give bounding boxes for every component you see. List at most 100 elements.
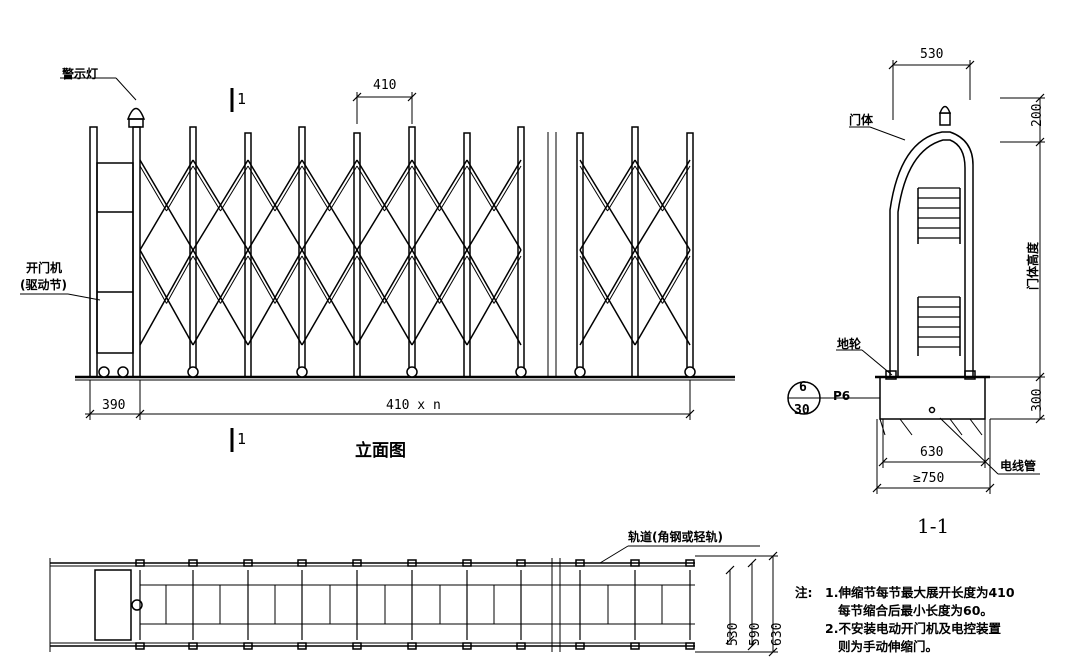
drive-dimension: 390: [102, 398, 126, 413]
dimension-tick: [872, 483, 882, 493]
dimension-tick: [747, 558, 757, 568]
gate-body-outline: [889, 131, 974, 377]
lattice-bar: [439, 165, 468, 212]
dimension-tick: [85, 409, 95, 419]
track-leader: [599, 545, 629, 564]
warning-light-icon: [126, 107, 146, 120]
plan-view: [49, 545, 778, 657]
lattice-bar: [493, 255, 522, 304]
lattice-bar: [438, 159, 468, 206]
lattice-bar: [438, 297, 468, 346]
lattice-bar: [165, 249, 194, 298]
lattice-bar: [219, 204, 249, 251]
plan-roller: [575, 642, 585, 650]
conduit-leader: [939, 417, 999, 475]
lattice-bar: [411, 255, 440, 304]
plan-roller: [407, 642, 417, 650]
dimension-tick: [725, 565, 735, 575]
conduit-icon: [928, 406, 936, 414]
lattice-bar: [139, 165, 167, 212]
lattice-bar: [579, 159, 609, 206]
plan-roller: [243, 642, 253, 650]
lattice-bar: [384, 165, 413, 212]
section-mark-top: 1: [237, 90, 247, 108]
lattice-bar: [247, 255, 276, 304]
lattice-bar: [493, 165, 522, 212]
plan-dim-630: 630: [770, 622, 785, 646]
cable-conduit-label: 电线管: [1000, 459, 1037, 473]
lattice-bar: [411, 297, 441, 346]
section-dim-630: 630: [920, 445, 944, 460]
elevation-title: 立面图: [355, 441, 406, 461]
dimension-tick: [980, 457, 990, 467]
lattice-bar: [466, 165, 495, 212]
plan-roller: [135, 559, 145, 567]
plan-roller: [462, 642, 472, 650]
lattice-bar: [247, 204, 276, 251]
lattice-bar: [411, 159, 441, 206]
lattice-bar: [634, 204, 664, 251]
dimension-tick: [1035, 93, 1045, 103]
plan-roller: [575, 559, 585, 567]
lattice-bar: [356, 204, 386, 251]
lattice-bar: [165, 159, 194, 206]
drive-section-label: (驱动节): [20, 278, 67, 292]
note-line-4: 则为手动伸缩门。: [838, 639, 939, 654]
lattice-bar: [274, 165, 303, 212]
plan-roller: [352, 642, 362, 650]
plan-roller: [188, 642, 198, 650]
dimension-tick: [725, 635, 735, 645]
lattice-bar: [219, 297, 249, 346]
lattice-bar: [328, 204, 358, 251]
lattice-bar: [192, 204, 222, 251]
plan-roller: [685, 559, 695, 567]
ground-wheel: [296, 366, 308, 378]
plan-drive-unit: [94, 569, 132, 641]
plan-roller: [407, 559, 417, 567]
note-line-1: 1.伸缩节每节最大展开长度为410: [825, 585, 1015, 600]
lattice-bar: [219, 249, 249, 298]
dimension-tick: [888, 60, 898, 70]
lattice-bar: [579, 204, 609, 251]
lattice-bar: [247, 165, 276, 212]
lattice-bar: [301, 204, 331, 251]
lattice-bar: [438, 204, 468, 251]
lattice-bar: [662, 255, 691, 304]
ground-wheel: [187, 366, 199, 378]
lattice-bar: [383, 204, 413, 251]
lattice-bar: [607, 255, 636, 304]
lattice-bar: [166, 255, 194, 304]
lattice-bar: [411, 165, 440, 212]
ground-wheel: [515, 366, 527, 378]
plan-roller: [462, 559, 472, 567]
note-line-2: 每节缩合后最小长度为60。: [838, 603, 993, 618]
lattice-bar: [139, 297, 168, 346]
lattice-bar: [356, 165, 385, 212]
lattice-bar: [493, 297, 522, 346]
lattice-bar: [579, 297, 609, 346]
dimension-tick: [747, 641, 757, 651]
lattice-bar: [274, 249, 303, 298]
lattice-bar: [247, 249, 276, 298]
plan-roller: [297, 642, 307, 650]
lattice-bar: [301, 249, 331, 298]
detail-number: 6: [799, 380, 807, 395]
section-mark-bottom: 1: [237, 430, 247, 448]
elevation-view: [20, 77, 735, 452]
lattice-bar: [661, 204, 691, 251]
warning-light-base: [128, 118, 144, 128]
section-dim-300: 300: [1030, 388, 1045, 412]
plan-roller: [685, 642, 695, 650]
lattice-bar: [466, 249, 495, 298]
lattice-bar: [301, 297, 331, 346]
lattice-bar: [634, 297, 664, 346]
plan-roller: [135, 642, 145, 650]
section-dim-750: ≥750: [913, 471, 945, 486]
plan-dim-530: 530: [726, 622, 741, 646]
lattice-bar: [383, 297, 413, 346]
lattice-bar: [634, 159, 664, 206]
lattice-bar: [493, 249, 522, 298]
detail-sheet: 30: [794, 403, 810, 418]
ground-wheel: [574, 366, 586, 378]
lattice-bar: [662, 165, 691, 212]
